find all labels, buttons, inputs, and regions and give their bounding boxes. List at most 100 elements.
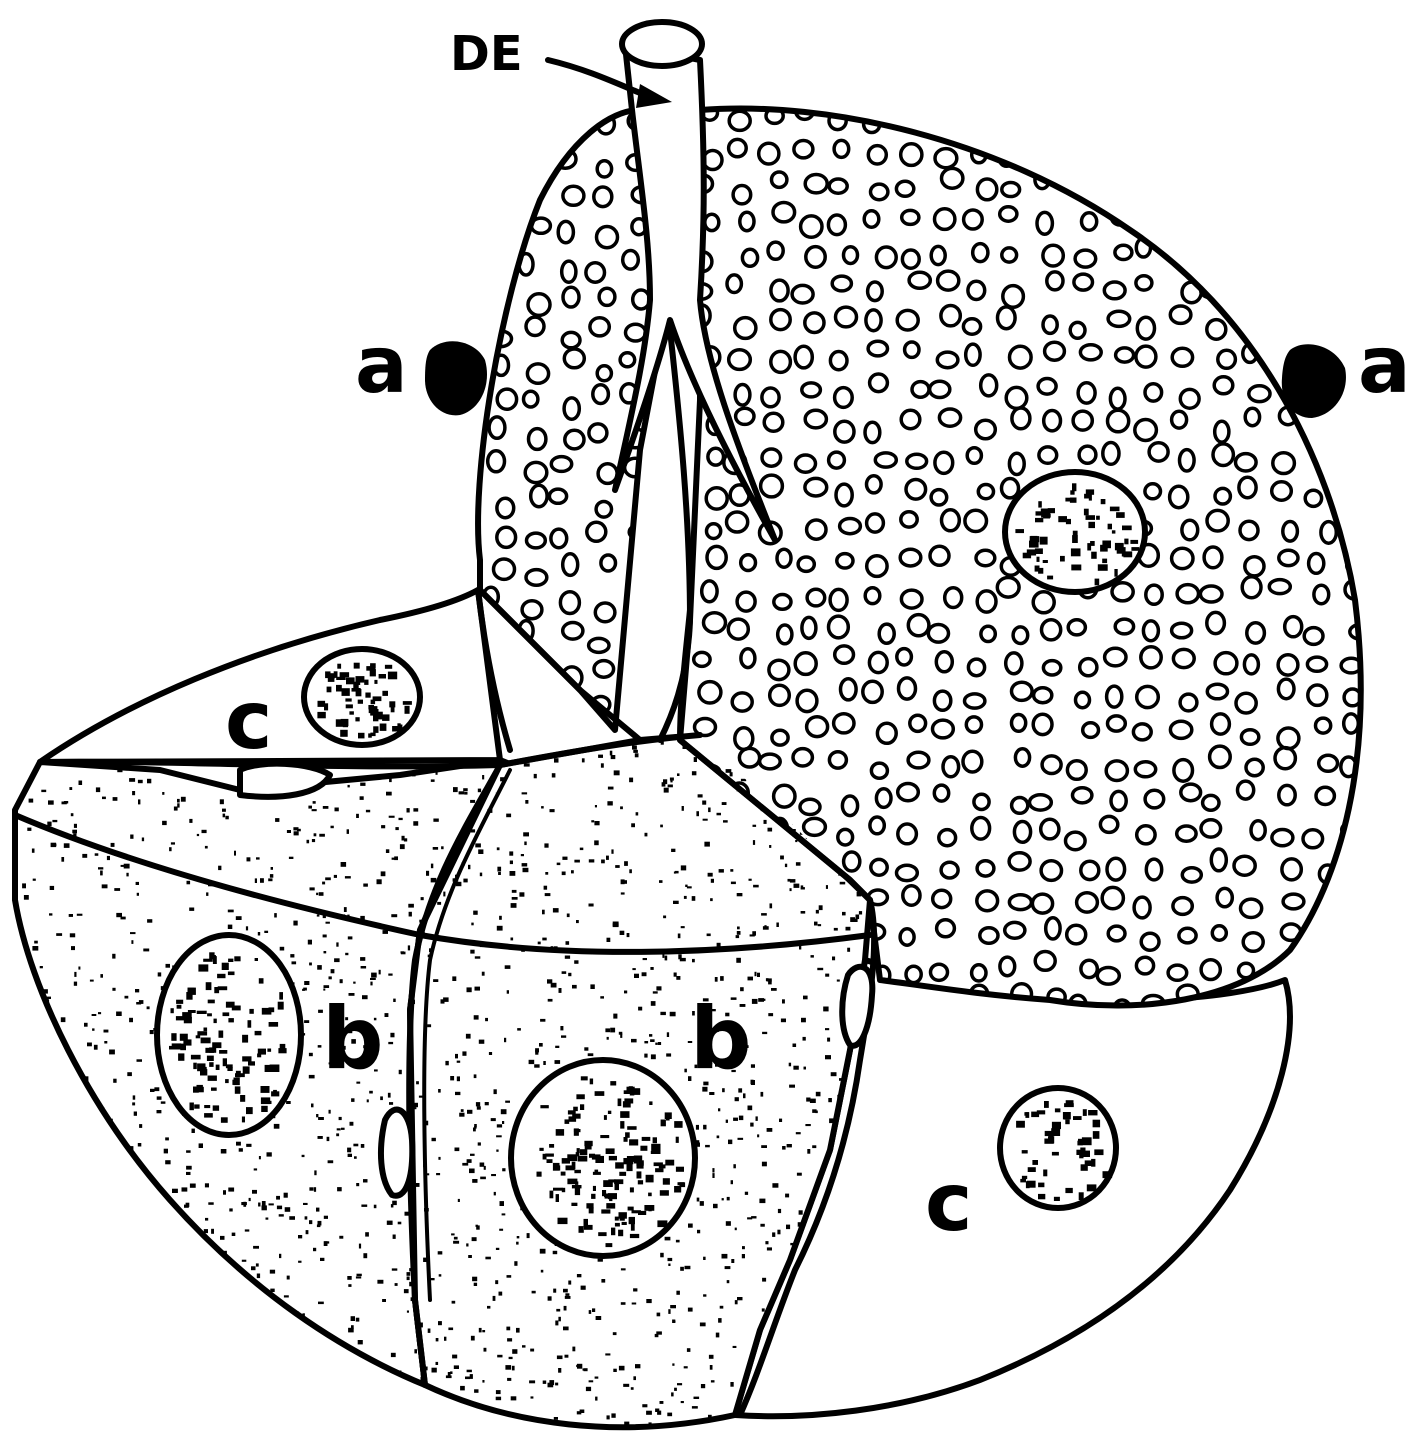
chromatin-fleck <box>190 1103 194 1111</box>
chromatin-fleck <box>554 1165 561 1170</box>
vesicle <box>1342 348 1359 367</box>
stipple-dot <box>510 871 516 876</box>
chromatin-fleck <box>619 1172 626 1176</box>
vesicle <box>497 161 514 178</box>
chromatin-fleck <box>169 1046 177 1050</box>
stipple-dot <box>613 1014 617 1019</box>
chromatin-fleck <box>595 1091 605 1096</box>
stipple-dot <box>438 1321 442 1325</box>
stipple-dot <box>796 1132 801 1134</box>
stipple-dot <box>505 965 511 969</box>
stipple-dot <box>221 777 224 780</box>
stipple-dot <box>381 825 385 828</box>
chromatin-fleck <box>197 1011 207 1014</box>
stipple-dot <box>46 1093 51 1096</box>
stipple-dot <box>65 1242 70 1245</box>
stipple-dot <box>363 884 368 887</box>
stipple-dot <box>765 1241 768 1244</box>
chromatin-fleck <box>646 1175 654 1183</box>
chromatin-fleck <box>261 1086 270 1093</box>
stipple-dot <box>665 1237 671 1241</box>
stipple-dot <box>687 1348 691 1352</box>
stipple-dot <box>502 1168 505 1171</box>
vesicle <box>1274 207 1291 224</box>
stipple-dot <box>78 967 80 970</box>
chromatin-fleck <box>1083 1109 1087 1116</box>
stipple-dot <box>228 925 233 929</box>
stipple-dot <box>662 782 666 786</box>
stipple-dot <box>205 1218 208 1221</box>
stipple-dot <box>184 1281 187 1286</box>
stipple-dot <box>462 1051 466 1055</box>
chromatin-fleck <box>213 1105 219 1110</box>
stipple-dot <box>33 1067 37 1071</box>
stipple-dot <box>363 1179 368 1182</box>
chromatin-fleck <box>234 956 240 961</box>
stipple-dot <box>482 1380 484 1383</box>
stipple-dot <box>132 1259 138 1261</box>
marker-blob-right <box>1282 344 1346 418</box>
stipple-dot <box>614 770 620 775</box>
chromatin-fleck <box>1071 548 1081 556</box>
stipple-dot <box>623 1384 629 1387</box>
stipple-dot <box>303 1203 308 1205</box>
stipple-dot <box>30 1245 36 1249</box>
stipple-dot <box>220 1236 225 1240</box>
chromatin-fleck <box>604 1115 607 1120</box>
stipple-dot <box>720 976 724 981</box>
chromatin-fleck <box>1016 1121 1025 1128</box>
stipple-dot <box>624 880 627 884</box>
stipple-dot <box>664 788 669 793</box>
stipple-dot <box>83 1095 89 1099</box>
chromatin-fleck <box>611 1228 615 1236</box>
stipple-dot <box>133 1338 138 1341</box>
stipple-dot <box>69 787 72 790</box>
vesicle <box>1077 139 1096 159</box>
chromatin-fleck <box>644 1205 654 1211</box>
chromatin-fleck <box>1098 564 1108 571</box>
stipple-dot <box>115 1154 121 1157</box>
stipple-dot <box>127 1072 132 1076</box>
stipple-dot <box>707 934 711 937</box>
stipple-dot <box>134 1112 137 1116</box>
stipple-dot <box>371 973 377 978</box>
chromatin-fleck <box>580 1149 587 1155</box>
chromatin-fleck <box>365 693 370 698</box>
stipple-dot <box>249 1371 252 1375</box>
chromatin-fleck <box>197 1085 203 1089</box>
stipple-dot <box>202 830 207 833</box>
stipple-dot <box>485 1102 489 1105</box>
stipple-dot <box>319 834 325 837</box>
chromatin-fleck <box>625 1132 630 1138</box>
chromatin-fleck <box>545 1154 554 1157</box>
stipple-dot <box>360 796 364 800</box>
stipple-dot <box>345 953 348 955</box>
stipple-dot <box>768 828 773 832</box>
stipple-dot <box>199 1143 203 1148</box>
label-duct: DE <box>450 26 523 82</box>
stipple-dot <box>84 1076 88 1081</box>
stipple-dot <box>194 1342 200 1345</box>
stipple-dot <box>351 1325 354 1329</box>
stipple-dot <box>351 1316 355 1321</box>
chromatin-fleck <box>189 990 195 993</box>
chromatin-fleck <box>342 688 350 696</box>
stipple-dot <box>171 1338 175 1342</box>
stipple-dot <box>581 1286 586 1290</box>
stipple-dot <box>268 878 272 881</box>
stipple-dot <box>504 1038 506 1042</box>
stipple-dot <box>324 1241 328 1246</box>
stipple-dot <box>17 1226 22 1231</box>
stipple-dot <box>644 1041 648 1043</box>
stipple-dot <box>713 1204 718 1208</box>
stipple-dot <box>660 1253 664 1258</box>
vesicle <box>661 485 681 504</box>
stipple-dot <box>136 1002 141 1005</box>
stipple-dot <box>787 1425 790 1428</box>
vesicle <box>528 119 545 139</box>
stipple-dot <box>43 1372 48 1377</box>
stipple-dot <box>548 999 553 1002</box>
chromatin-fleck <box>1065 1188 1072 1193</box>
stipple-dot <box>681 926 685 928</box>
stipple-dot <box>522 863 528 866</box>
